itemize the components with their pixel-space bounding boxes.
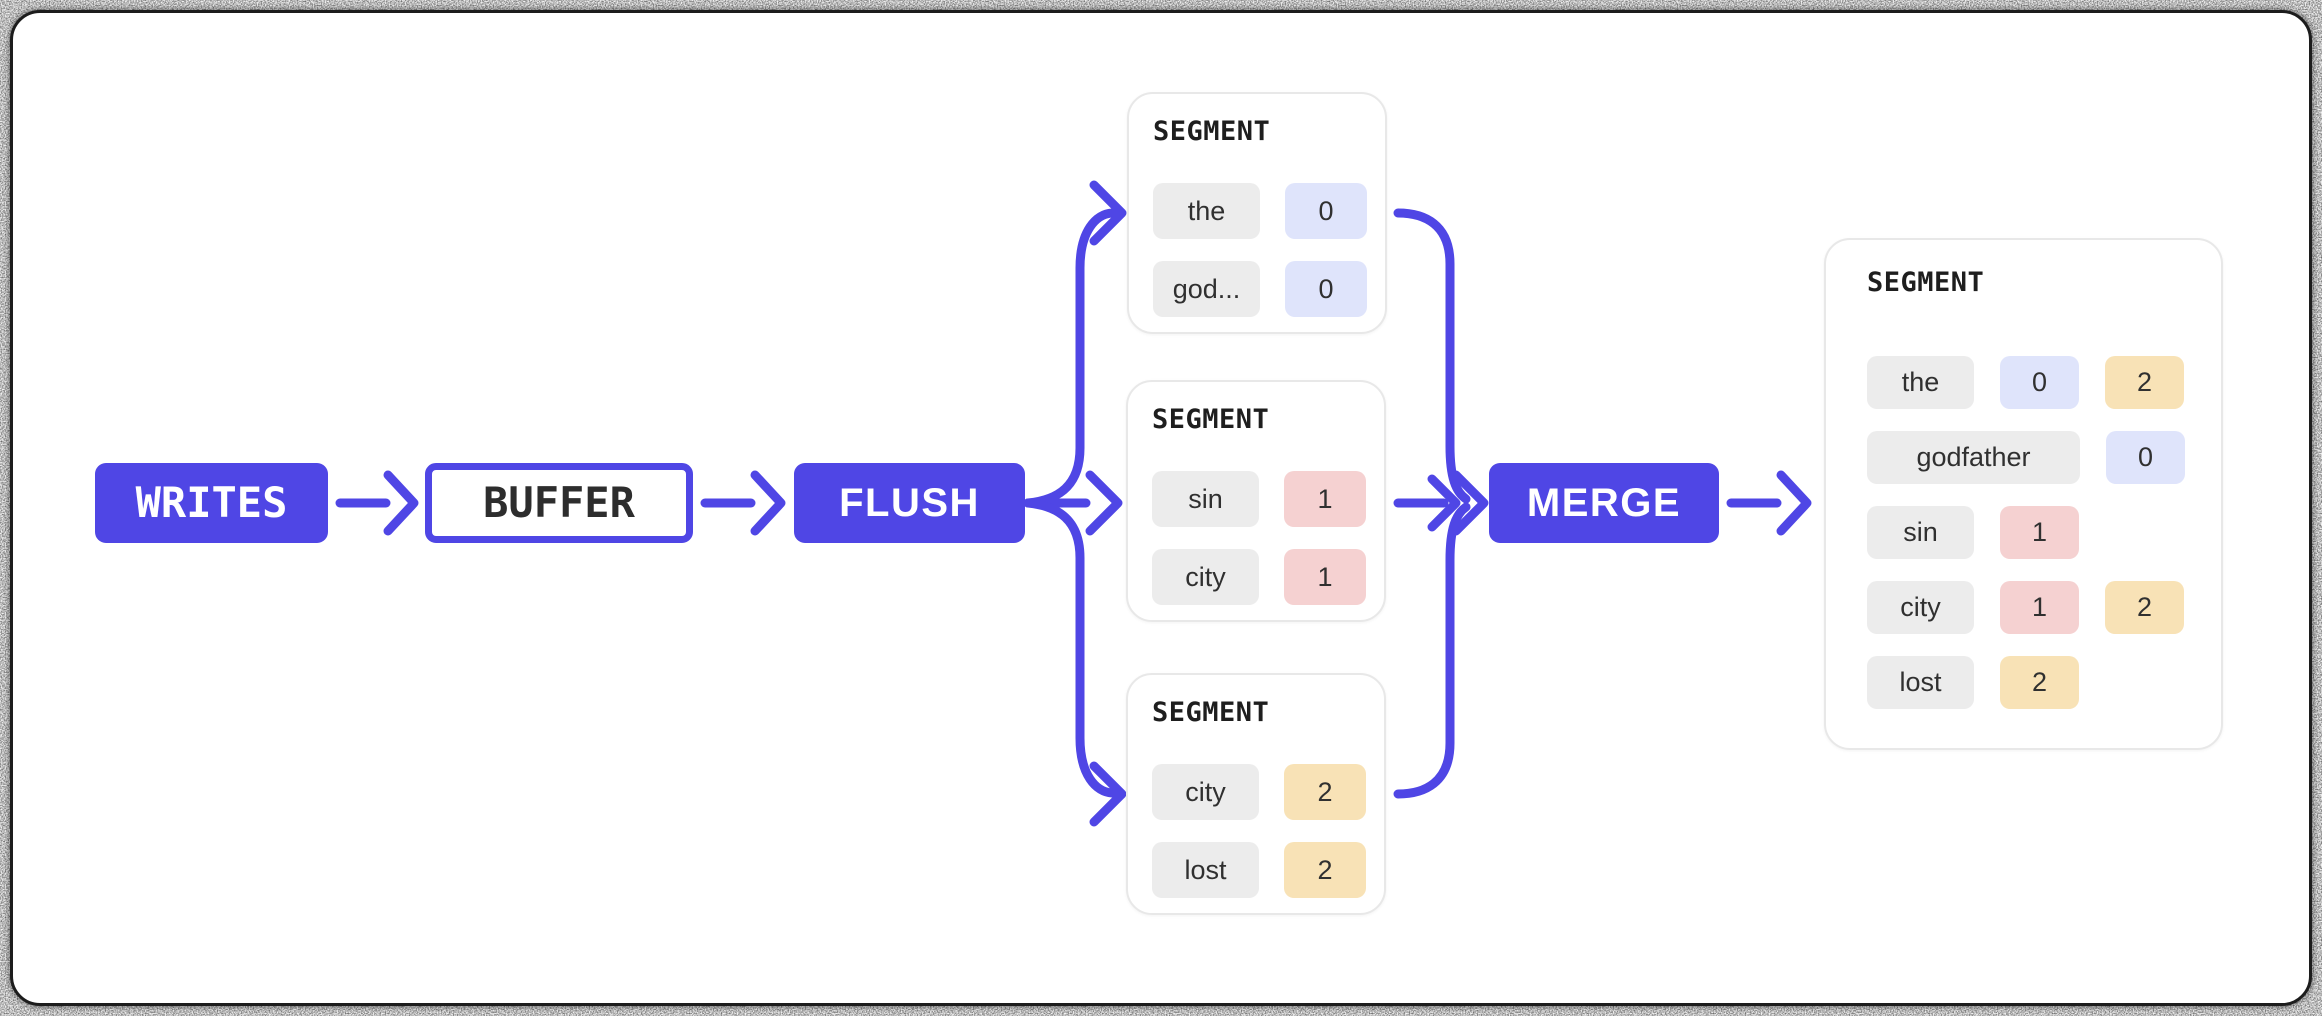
- term-chip: city: [1867, 581, 1974, 634]
- term-chip: lost: [1152, 842, 1259, 898]
- term-chip: godfather: [1867, 431, 2080, 484]
- segment-card-2: SEGMENT sin 1 city 1: [1126, 380, 1386, 622]
- doc-chip: 1: [1284, 549, 1366, 605]
- posting-row: city 1 2: [1867, 581, 2221, 634]
- term-chip: god...: [1153, 261, 1260, 317]
- segment-title: SEGMENT: [1867, 267, 1985, 298]
- node-flush: FLUSH: [794, 463, 1025, 543]
- term-chip: the: [1153, 183, 1260, 239]
- doc-chip: 1: [2000, 581, 2079, 634]
- posting-row: the 0 2: [1867, 356, 2221, 409]
- segment-title: SEGMENT: [1153, 116, 1271, 147]
- posting-row: lost 2: [1152, 842, 1384, 898]
- doc-chip: 1: [1284, 471, 1366, 527]
- doc-chip: 2: [2105, 581, 2184, 634]
- doc-chip: 0: [1285, 261, 1367, 317]
- doc-chip: 0: [2106, 431, 2185, 484]
- posting-row: lost 2: [1867, 656, 2221, 709]
- term-chip: sin: [1152, 471, 1259, 527]
- doc-chip: 2: [2000, 656, 2079, 709]
- posting-row: sin 1: [1867, 506, 2221, 559]
- posting-row: sin 1: [1152, 471, 1384, 527]
- term-chip: the: [1867, 356, 1974, 409]
- doc-chip: 1: [2000, 506, 2079, 559]
- posting-row: the 0: [1153, 183, 1385, 239]
- posting-row: god... 0: [1153, 261, 1385, 317]
- doc-chip: 0: [2000, 356, 2079, 409]
- segment-rows: sin 1 city 1: [1152, 471, 1384, 605]
- segment-rows: the 0 2 godfather 0 sin 1 city 1 2 lost …: [1867, 356, 2221, 709]
- doc-chip: 0: [1285, 183, 1367, 239]
- segment-rows: city 2 lost 2: [1152, 764, 1384, 898]
- term-chip: city: [1152, 764, 1259, 820]
- segment-title: SEGMENT: [1152, 404, 1270, 435]
- node-writes: WRITES: [95, 463, 328, 543]
- term-chip: lost: [1867, 656, 1974, 709]
- term-chip: city: [1152, 549, 1259, 605]
- doc-chip: 2: [2105, 356, 2184, 409]
- doc-chip: 2: [1284, 842, 1366, 898]
- merged-segment-card: SEGMENT the 0 2 godfather 0 sin 1 city 1…: [1824, 238, 2223, 750]
- segment-title: SEGMENT: [1152, 697, 1270, 728]
- posting-row: city 1: [1152, 549, 1384, 605]
- node-buffer: BUFFER: [425, 463, 693, 543]
- doc-chip: 2: [1284, 764, 1366, 820]
- term-chip: sin: [1867, 506, 1974, 559]
- posting-row: godfather 0: [1867, 431, 2221, 484]
- segment-card-3: SEGMENT city 2 lost 2: [1126, 673, 1386, 915]
- node-merge: MERGE: [1489, 463, 1719, 543]
- segment-card-1: SEGMENT the 0 god... 0: [1127, 92, 1387, 334]
- segment-rows: the 0 god... 0: [1153, 183, 1385, 317]
- posting-row: city 2: [1152, 764, 1384, 820]
